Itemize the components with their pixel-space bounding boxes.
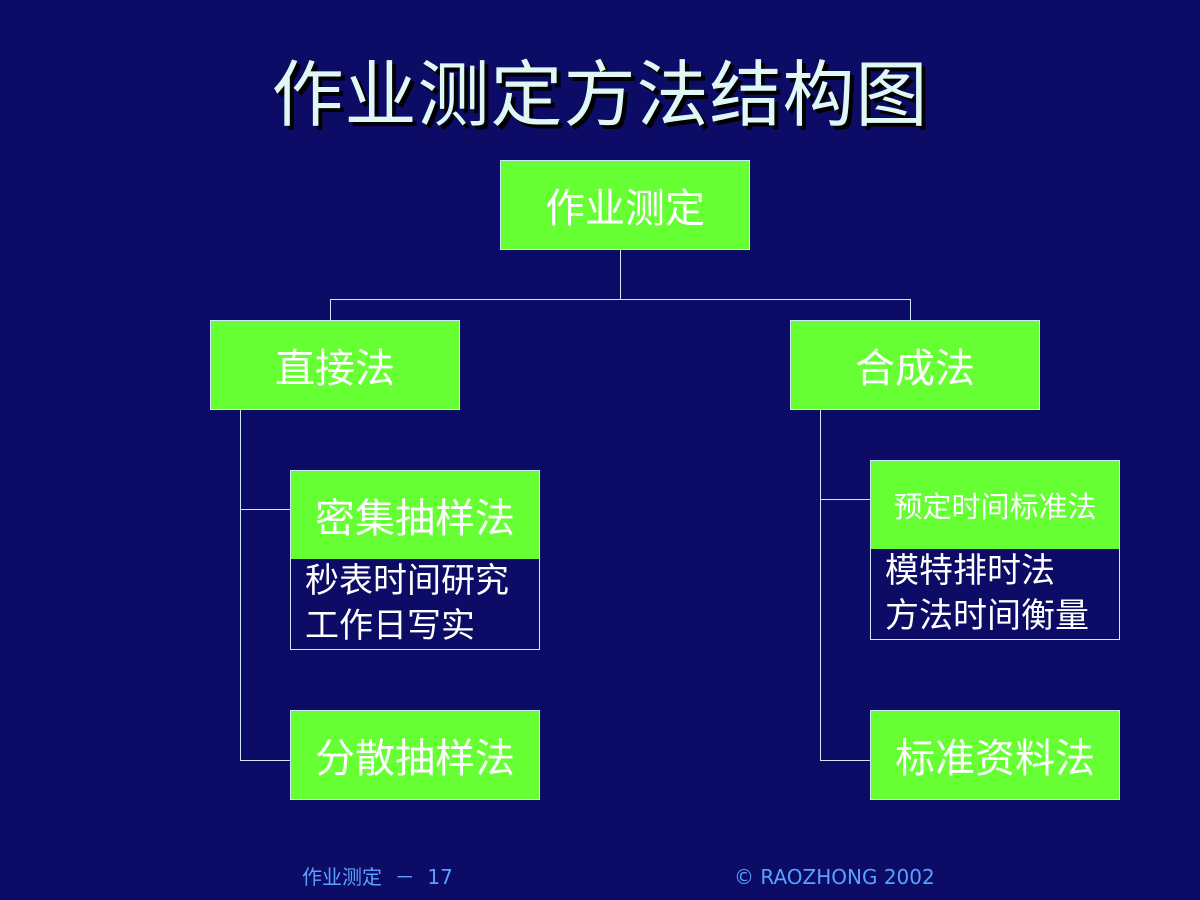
node-root: 作业测定 xyxy=(500,160,750,250)
node-pts-methods: 模特排时法 方法时间衡量 xyxy=(870,549,1120,640)
node-dispersed-sampling-label: 分散抽样法 xyxy=(315,736,515,782)
footer-page-label: 作业测定 － 17 xyxy=(302,865,453,889)
node-synthetic: 合成法 xyxy=(790,320,1040,410)
method-item: 模特排时法 xyxy=(885,551,1055,591)
connector-synthetic-trunk xyxy=(820,409,821,761)
node-pts-label: 预定时间标准法 xyxy=(893,490,1097,524)
method-item: 秒表时间研究 xyxy=(305,561,509,601)
node-synthetic-label: 合成法 xyxy=(855,346,975,392)
connector-direct-up xyxy=(330,299,331,320)
node-dispersed-sampling: 分散抽样法 xyxy=(290,710,540,800)
node-dense-sampling-label: 密集抽样法 xyxy=(315,496,515,542)
node-direct: 直接法 xyxy=(210,320,460,410)
connector-synthetic-child-1 xyxy=(820,499,870,500)
connector-synthetic-up xyxy=(910,299,911,320)
connector-branch-horizontal xyxy=(330,299,911,300)
connector-direct-child-2 xyxy=(240,760,290,761)
node-standard-data: 标准资料法 xyxy=(870,710,1120,800)
method-item: 方法时间衡量 xyxy=(885,596,1089,636)
method-item: 工作日写实 xyxy=(305,606,475,646)
node-standard-data-label: 标准资料法 xyxy=(895,736,1095,782)
connector-synthetic-child-2 xyxy=(820,760,870,761)
slide-title: 作业测定方法结构图 xyxy=(271,53,929,137)
node-pts: 预定时间标准法 xyxy=(870,460,1120,550)
node-dense-sampling: 密集抽样法 xyxy=(290,470,540,560)
node-dense-sampling-methods: 秒表时间研究 工作日写实 xyxy=(290,559,540,650)
connector-direct-child-1 xyxy=(240,509,290,510)
node-direct-label: 直接法 xyxy=(275,346,395,392)
footer-copyright: © RAOZHONG 2002 xyxy=(734,865,935,889)
node-root-label: 作业测定 xyxy=(545,186,705,232)
connector-direct-trunk xyxy=(240,409,241,761)
connector-root-down xyxy=(620,249,621,300)
